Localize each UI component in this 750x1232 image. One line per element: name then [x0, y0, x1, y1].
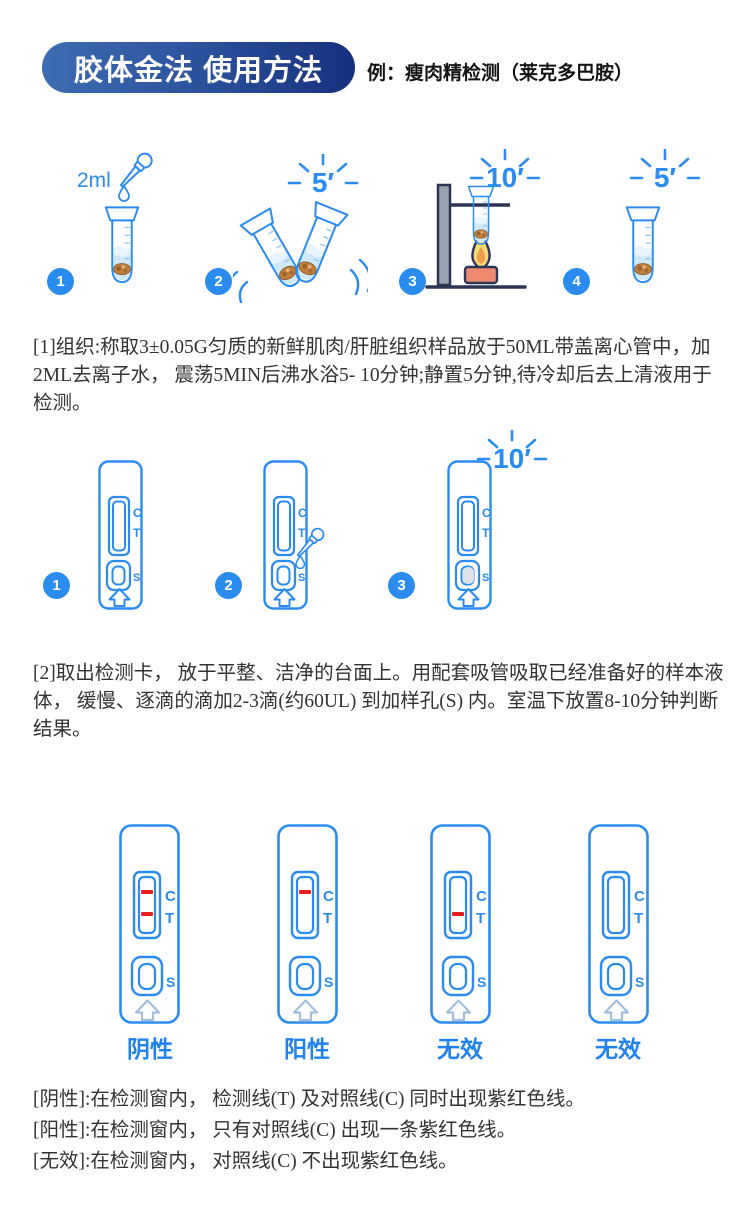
step-badge: 2	[215, 572, 242, 599]
result-line-c	[141, 890, 153, 894]
svg-text:T: T	[298, 526, 306, 540]
svg-text:C: C	[165, 888, 176, 905]
note-line: [无效]:在检测窗内， 对照线(C) 不出现紫红色线。	[33, 1151, 458, 1172]
svg-text:T: T	[133, 526, 141, 540]
timer: 10′	[469, 148, 541, 193]
svg-text:T: T	[634, 910, 643, 927]
svg-text:S: S	[324, 974, 333, 990]
step-badge: 1	[47, 268, 74, 295]
dropper-icon	[115, 149, 156, 202]
sample-well-fill	[463, 567, 474, 584]
svg-text:T: T	[323, 910, 332, 927]
tube-icon	[467, 185, 495, 245]
shaking-tubes-icon	[233, 201, 368, 304]
result-label: 无效	[595, 1036, 641, 1062]
svg-text:S: S	[166, 974, 175, 990]
svg-text:T: T	[482, 526, 490, 540]
cassette-letters: C T S C T S C T S C T S	[165, 888, 645, 990]
step-badge: 2	[205, 268, 232, 295]
svg-text:S: S	[482, 572, 489, 584]
result-line-c	[299, 890, 311, 894]
svg-text:T: T	[476, 910, 485, 927]
step-badge: 1	[43, 572, 70, 599]
step-badge: 3	[388, 572, 415, 599]
result-label: 无效	[437, 1036, 483, 1062]
svg-text:T: T	[165, 910, 174, 927]
banner: 胶体金法 使用方法	[42, 42, 355, 93]
result-label: 阴性	[127, 1036, 173, 1062]
svg-text:C: C	[476, 888, 487, 905]
timer: 5′	[287, 153, 359, 198]
note-line: [阴性]:在检测窗内， 检测线(T) 及对照线(C) 同时出现紫红色线。	[33, 1089, 585, 1110]
banner-title: 胶体金法 使用方法	[73, 54, 324, 87]
timer-label: 5′	[654, 162, 677, 193]
svg-text:C: C	[482, 506, 491, 520]
svg-text:C: C	[298, 506, 307, 520]
volume-label: 2ml	[77, 169, 111, 192]
note-line: [阳性]:在检测窗内， 只有对照线(C) 出现一条紫红色线。	[33, 1120, 517, 1141]
paragraph-1: [1]组织:称取3±0.05G匀质的新鲜肌肉/肝脏组织样品放于50ML带盖离心管…	[33, 337, 712, 414]
cassette-letters: C T S C T S C T S	[133, 506, 491, 584]
paragraph-2: [2]取出检测卡， 放于平整、洁净的台面上。用配套吸管吸取已经准备好的样本液体，…	[33, 663, 724, 740]
svg-text:C: C	[323, 888, 334, 905]
svg-text:S: S	[635, 974, 644, 990]
timer: 5′	[629, 148, 701, 193]
result-label: 阳性	[284, 1036, 330, 1062]
svg-text:S: S	[298, 572, 305, 584]
step-badge: 4	[563, 268, 590, 295]
result-notes: [阴性]:在检测窗内， 检测线(T) 及对照线(C) 同时出现紫红色线。 [阳性…	[33, 1084, 733, 1177]
svg-text:C: C	[133, 506, 142, 520]
svg-text:C: C	[634, 888, 645, 905]
result-line-t	[452, 912, 464, 916]
tube-icon	[625, 206, 661, 284]
timer-label: 10′	[486, 162, 524, 193]
timer: 10′	[476, 429, 548, 474]
timer-label: 5′	[312, 167, 335, 198]
timer-label: 10′	[493, 443, 531, 474]
tube-icon	[104, 206, 140, 284]
step-badge: 3	[399, 268, 426, 295]
svg-text:S: S	[133, 572, 140, 584]
banner-example: 例：瘦肉精检测（莱克多巴胺）	[367, 63, 634, 84]
svg-text:S: S	[477, 974, 486, 990]
result-line-t	[141, 912, 153, 916]
